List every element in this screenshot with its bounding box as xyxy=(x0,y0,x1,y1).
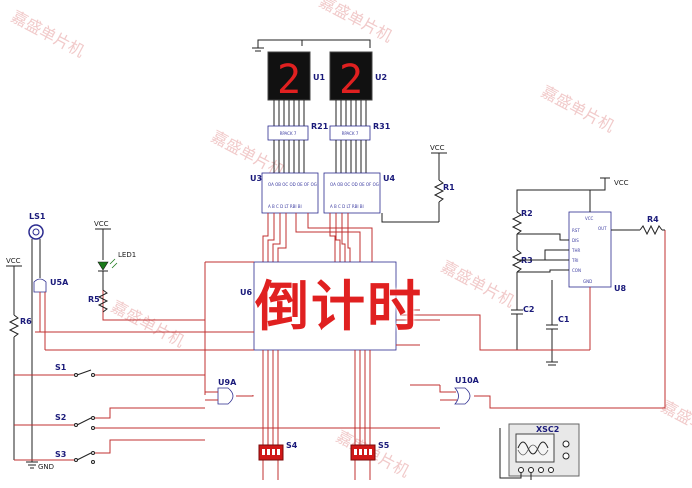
rpack-r21-ref: R21 xyxy=(311,122,329,131)
vcc-r6: VCC R6 xyxy=(6,257,32,460)
decoder-u4-ref: U4 xyxy=(383,174,395,183)
switch-s2-ref: S2 xyxy=(55,413,66,422)
svg-text:THR: THR xyxy=(571,248,580,253)
watermark-6: 嘉盛单片机 xyxy=(108,297,188,351)
watermark-3: 嘉盛单片机 xyxy=(538,82,618,136)
gate-u10a-ref: U10A xyxy=(455,376,480,385)
gate-u9a: U9A xyxy=(205,378,254,405)
decoder-u4: OA OB OC OD OE OF OG A B C D LT RBI BI U… xyxy=(323,172,395,214)
display-u1-ref: U1 xyxy=(313,73,325,82)
vcc-r1: VCC R1 xyxy=(381,144,455,223)
switch-s1[interactable]: S1 xyxy=(14,363,205,377)
vcc-r6-label: VCC xyxy=(6,257,21,265)
r5-label: R5 xyxy=(88,295,100,304)
rpack-r31-text: RPACK 7 xyxy=(342,131,359,136)
display-bus-2 xyxy=(335,100,367,126)
c1-label: C1 xyxy=(558,315,570,324)
watermark-1: 嘉盛单片机 xyxy=(8,7,88,61)
vcc-led1: VCC LED1 R5 xyxy=(88,220,136,313)
r4-label: R4 xyxy=(647,215,659,224)
vcc-led1-label: VCC xyxy=(94,220,109,228)
display-u2-ref: U2 xyxy=(375,73,387,82)
speaker-ls1-ref: LS1 xyxy=(29,212,46,221)
display-u2-body xyxy=(329,51,373,101)
svg-text:CON: CON xyxy=(572,268,581,273)
led1-label: LED1 xyxy=(118,251,136,259)
dip-bus xyxy=(262,350,371,480)
rpack-r31: RPACK 7 R31 xyxy=(329,122,391,141)
display-bus-1 xyxy=(273,100,305,126)
svg-text:OA OB OC OD OE OF OG: OA OB OC OD OE OF OG xyxy=(268,182,317,187)
oscilloscope-xsc2[interactable]: XSC2 xyxy=(499,423,580,480)
display-u2-digit: 2 xyxy=(339,57,363,103)
watermark-8: 嘉盛单片机 xyxy=(658,397,692,451)
main-red-wires xyxy=(35,261,440,395)
gate-u10a: U10A xyxy=(410,230,666,409)
dip-switch-s4[interactable]: S4 xyxy=(258,441,298,461)
svg-text:RST: RST xyxy=(572,228,580,233)
svg-text:DIS: DIS xyxy=(572,238,579,243)
speaker-ls1: LS1 xyxy=(28,212,46,462)
gate-u9a-ref: U9A xyxy=(218,378,237,387)
counter-u6-ref: U6 xyxy=(240,288,252,297)
c2-label: C2 xyxy=(523,305,534,314)
display-u1-digit: 2 xyxy=(277,57,301,103)
switch-s3-ref: S3 xyxy=(55,450,66,459)
timer-wiring: VCC R2 R3 C2 C1 R4 xyxy=(400,177,665,366)
vcc-r1-label: VCC xyxy=(430,144,445,152)
dip-switch-s5[interactable]: S5 xyxy=(350,441,390,461)
gate-u5a-ref: U5A xyxy=(50,278,69,287)
switch-s1-ref: S1 xyxy=(55,363,67,372)
display-u1: 2 U1 xyxy=(267,51,325,103)
switch-s2[interactable]: S2 xyxy=(14,407,440,430)
dip-switch-s4-ref: S4 xyxy=(286,441,298,450)
timer-u8: VCC RST DIS THR TRI CON GND OUT U8 xyxy=(568,211,626,293)
rpack-r21: RPACK 7 R21 xyxy=(267,122,329,141)
dip-switch-s5-ref: S5 xyxy=(378,441,390,450)
counter-u6: U6 xyxy=(240,261,397,351)
rpack-r21-text: RPACK 7 xyxy=(280,131,297,136)
gnd-label: GND xyxy=(38,463,54,471)
rpack-r31-ref: R31 xyxy=(373,122,391,131)
vcc-u8-label: VCC xyxy=(614,179,629,187)
watermark-2: 嘉盛单片机 xyxy=(316,0,396,46)
r2-label: R2 xyxy=(521,209,533,218)
svg-text:A B C D LT RBI BI: A B C D LT RBI BI xyxy=(330,204,364,209)
decoder-bus-1 xyxy=(273,140,305,173)
svg-text:OA OB OC OD OE OF OG: OA OB OC OD OE OF OG xyxy=(330,182,379,187)
oscilloscope-ref: XSC2 xyxy=(536,425,559,434)
gate-u5a: U5A xyxy=(33,278,69,350)
svg-text:OUT: OUT xyxy=(598,226,607,231)
svg-text:VCC: VCC xyxy=(585,216,594,221)
decoder-u3: OA OB OC OD OE OF OG A B C D LT RBI BI U… xyxy=(250,172,319,214)
top-ground xyxy=(252,39,371,52)
r1-label: R1 xyxy=(443,183,455,192)
page-title: 倒计时 xyxy=(255,275,423,338)
ground-left: GND xyxy=(26,461,54,471)
watermark-5: 嘉盛单片机 xyxy=(438,257,518,311)
display-u2: 2 U2 xyxy=(329,51,387,103)
counter-bus xyxy=(262,213,373,288)
decoder-u3-ref: U3 xyxy=(250,174,262,183)
switch-s3[interactable]: S3 xyxy=(14,439,205,464)
svg-text:TRI: TRI xyxy=(571,258,578,263)
svg-text:GND: GND xyxy=(583,279,592,284)
svg-text:A B C D LT RBI BI: A B C D LT RBI BI xyxy=(268,204,302,209)
r6-label: R6 xyxy=(20,317,32,326)
decoder-bus-2 xyxy=(335,140,367,173)
display-u1-body xyxy=(267,51,311,101)
timer-u8-ref: U8 xyxy=(614,284,626,293)
